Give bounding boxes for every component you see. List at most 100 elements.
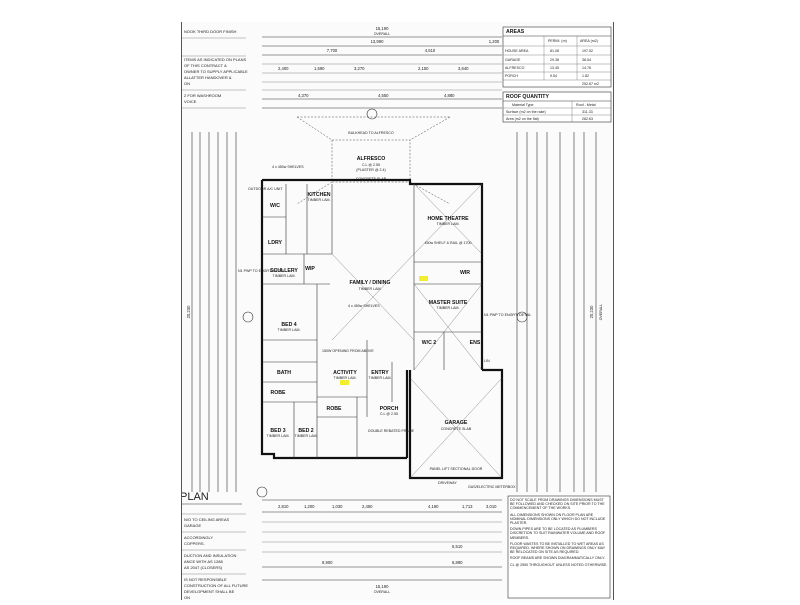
notes-text: DO NOT SCALE FROM DRAWINGS DIMENSIONS MU… (510, 498, 608, 596)
note-item-2: ALL DIMENSIONS SHOWN ON FLOOR PLAN ARE N… (510, 512, 606, 526)
bed-2-label: BED 2 (298, 428, 313, 434)
opening-note: 150W OPENING FROM ABOVE (322, 349, 374, 353)
bottom-dimensions: 2,810 1,200 1,030 2,450 4,190 1,713 3,01… (262, 499, 502, 594)
top-mid-a: 4,370 (298, 93, 309, 98)
roof-ridge-lines (331, 183, 503, 479)
bottom-row-5: 4,190 (428, 504, 439, 509)
entry-label: ENTRY (371, 370, 389, 376)
family-dining-label: FAMILY / DINING (350, 280, 391, 286)
roof-head-type: Roof - Metal (576, 103, 596, 107)
bottom-left-total: 8,900 (322, 560, 333, 565)
bed-4-floor: TIMBER LAM. (278, 328, 301, 332)
roof-area-value: 282.63 (582, 117, 593, 121)
top-inner-dim: 13,990 (371, 39, 384, 44)
alfresco-ceiling-2: (PLASTER @ 2.4) (356, 168, 385, 172)
highlight-mark-activity (340, 380, 349, 385)
bath-label: BATH (277, 370, 291, 376)
bottom-row-2: 1,200 (304, 504, 315, 509)
top-row-5: 3,640 (458, 66, 469, 71)
internal-walls (262, 184, 482, 458)
note-5: ALLATTER HANDOVER & (184, 75, 232, 80)
master-suite-floor: TIMBER LAM. (437, 306, 460, 310)
bottom-right-total: 5,510 (452, 544, 463, 549)
roof-title: ROOF QUANTITY (506, 94, 549, 100)
section-marker-bottom (256, 486, 268, 498)
note-item-6: CL @ 2550 THROUGHOUT UNLESS NOTED OTHERW… (510, 562, 608, 567)
driveway-note: DRIVEWAY (438, 481, 457, 485)
roof-head-material: Material Type (512, 103, 534, 107)
area-porch-area: 1.82 (582, 74, 589, 78)
notes-box (507, 495, 611, 599)
top-mid-c: 4,880 (444, 93, 455, 98)
bulkhead-note: BULKHEAD TO ALFRESCO (348, 131, 394, 135)
section-markers (242, 108, 528, 498)
drawing-sheet: NOOK THIRD DOOR FINISH ITEMS AS INDICATE… (180, 22, 614, 600)
note-2: ITEMS AS INDICATED ON PLANS (184, 57, 246, 62)
entry-floor: TIMBER LAM. (369, 376, 392, 380)
scullery-label: SCULLERY (270, 268, 298, 274)
plan-annotations: OUTDOOR A/C UNIT N1 PWP TO ENGR'S DETAIL… (238, 165, 531, 489)
garage-floor: CONCRETE SLAB (441, 427, 472, 431)
highlight-mark-wir (419, 276, 428, 281)
top-alfresco-dim: 7,700 (327, 48, 338, 53)
note-6: ON (184, 81, 190, 86)
outdoor-ac-note: OUTDOOR A/C UNIT (248, 187, 283, 191)
panel-lift-door: PANEL LIFT SECTIONAL DOOR (430, 467, 483, 471)
note-19: ON (184, 595, 190, 600)
kitchen-shelves-note: 4 x 450w SHELVES (272, 165, 304, 169)
right-overall-label: OVERALL (599, 304, 603, 321)
note-13: DUCTION AND INSULATION (184, 553, 236, 558)
section-marker-right (516, 311, 528, 323)
floor-plan-drawing: NOOK THIRD DOOR FINISH ITEMS AS INDICATE… (180, 26, 612, 600)
note-8: VOICE (184, 99, 197, 104)
left-dimensions: 20,230 (186, 132, 237, 492)
areas-head-perim: PERIM. (m) (548, 39, 567, 43)
note-item-4: FLOOR WASTES TO BE INSTALLED TO WET AREA… (510, 541, 606, 555)
linen-note: LIN (484, 359, 490, 363)
top-right-end-dim: 1,200 (489, 39, 500, 44)
bottom-row-7: 3,010 (486, 504, 497, 509)
kitchen-floor: TIMBER LAM. (308, 198, 331, 202)
areas-title: AREAS (506, 29, 525, 35)
family-shelves-note: 4 x 450w SHELVES (348, 304, 380, 308)
areas-head-area: AREA (m2) (580, 39, 598, 43)
alfresco-ceiling: C.L @ 2.55 (362, 163, 380, 167)
bottom-overall-label: OVERALL (374, 590, 391, 594)
note-17: CONSTRUCTION OF ALL FUTURE (184, 583, 248, 588)
area-total: 252.67 m2 (582, 82, 599, 86)
bottom-row-1: 2,810 (278, 504, 289, 509)
area-garage-area: 38.54 (582, 58, 591, 62)
section-marker-left (242, 311, 254, 323)
wip-label: WIP (305, 266, 315, 272)
note-10: GARAGE (184, 523, 201, 528)
note-11: ACCORDINGLY (184, 535, 213, 540)
robe-1-label: ROBE (271, 390, 287, 396)
bed-3-floor: TIMBER LAM. (267, 434, 290, 438)
note-item-5: ROOF BEAMS ARE SHOWN DIAGRAMMATICALLY ON… (510, 556, 606, 561)
activity-label: ACTIVITY (333, 370, 357, 376)
area-house-area: 197.52 (582, 49, 593, 53)
alfresco-label: ALFRESCO (357, 156, 386, 162)
home-theatre-label: HOME THEATRE (427, 216, 469, 222)
robe-2-label: ROBE (327, 406, 343, 412)
external-walls (260, 178, 504, 480)
top-row-3: 3,270 (354, 66, 365, 71)
note-1: NOOK THIRD DOOR FINISH (184, 29, 236, 34)
right-dimensions: 20,230 OVERALL (516, 132, 603, 492)
bed-4-label: BED 4 (281, 322, 296, 328)
note-item-1: DO NOT SCALE FROM DRAWINGS DIMENSIONS MU… (510, 498, 605, 511)
kitchen-label: KITCHEN (307, 192, 330, 198)
plan-title: PLAN (182, 491, 209, 503)
bottom-overall-dim: 15,190 (376, 584, 389, 589)
bottom-row-4: 2,450 (362, 504, 373, 509)
area-garage-perim: 29.38 (550, 58, 559, 62)
area-house-label: HOUSE AREA (505, 49, 529, 53)
gas-meter-note: GAS/ELECTRIC METERBOX (468, 485, 516, 489)
top-theatre-dim: 4,510 (425, 48, 436, 53)
roof-surface-value: 311.33 (582, 110, 593, 114)
left-notes: NOOK THIRD DOOR FINISH ITEMS AS INDICATE… (180, 29, 248, 600)
note-3: OF THIS CONTRACT & (184, 63, 227, 68)
area-porch-perim: 9.54 (550, 74, 557, 78)
porch-label: PORCH (380, 406, 399, 412)
alfresco-roof: ALFRESCO C.L @ 2.55 (PLASTER @ 2.4) CONC… (296, 116, 451, 205)
